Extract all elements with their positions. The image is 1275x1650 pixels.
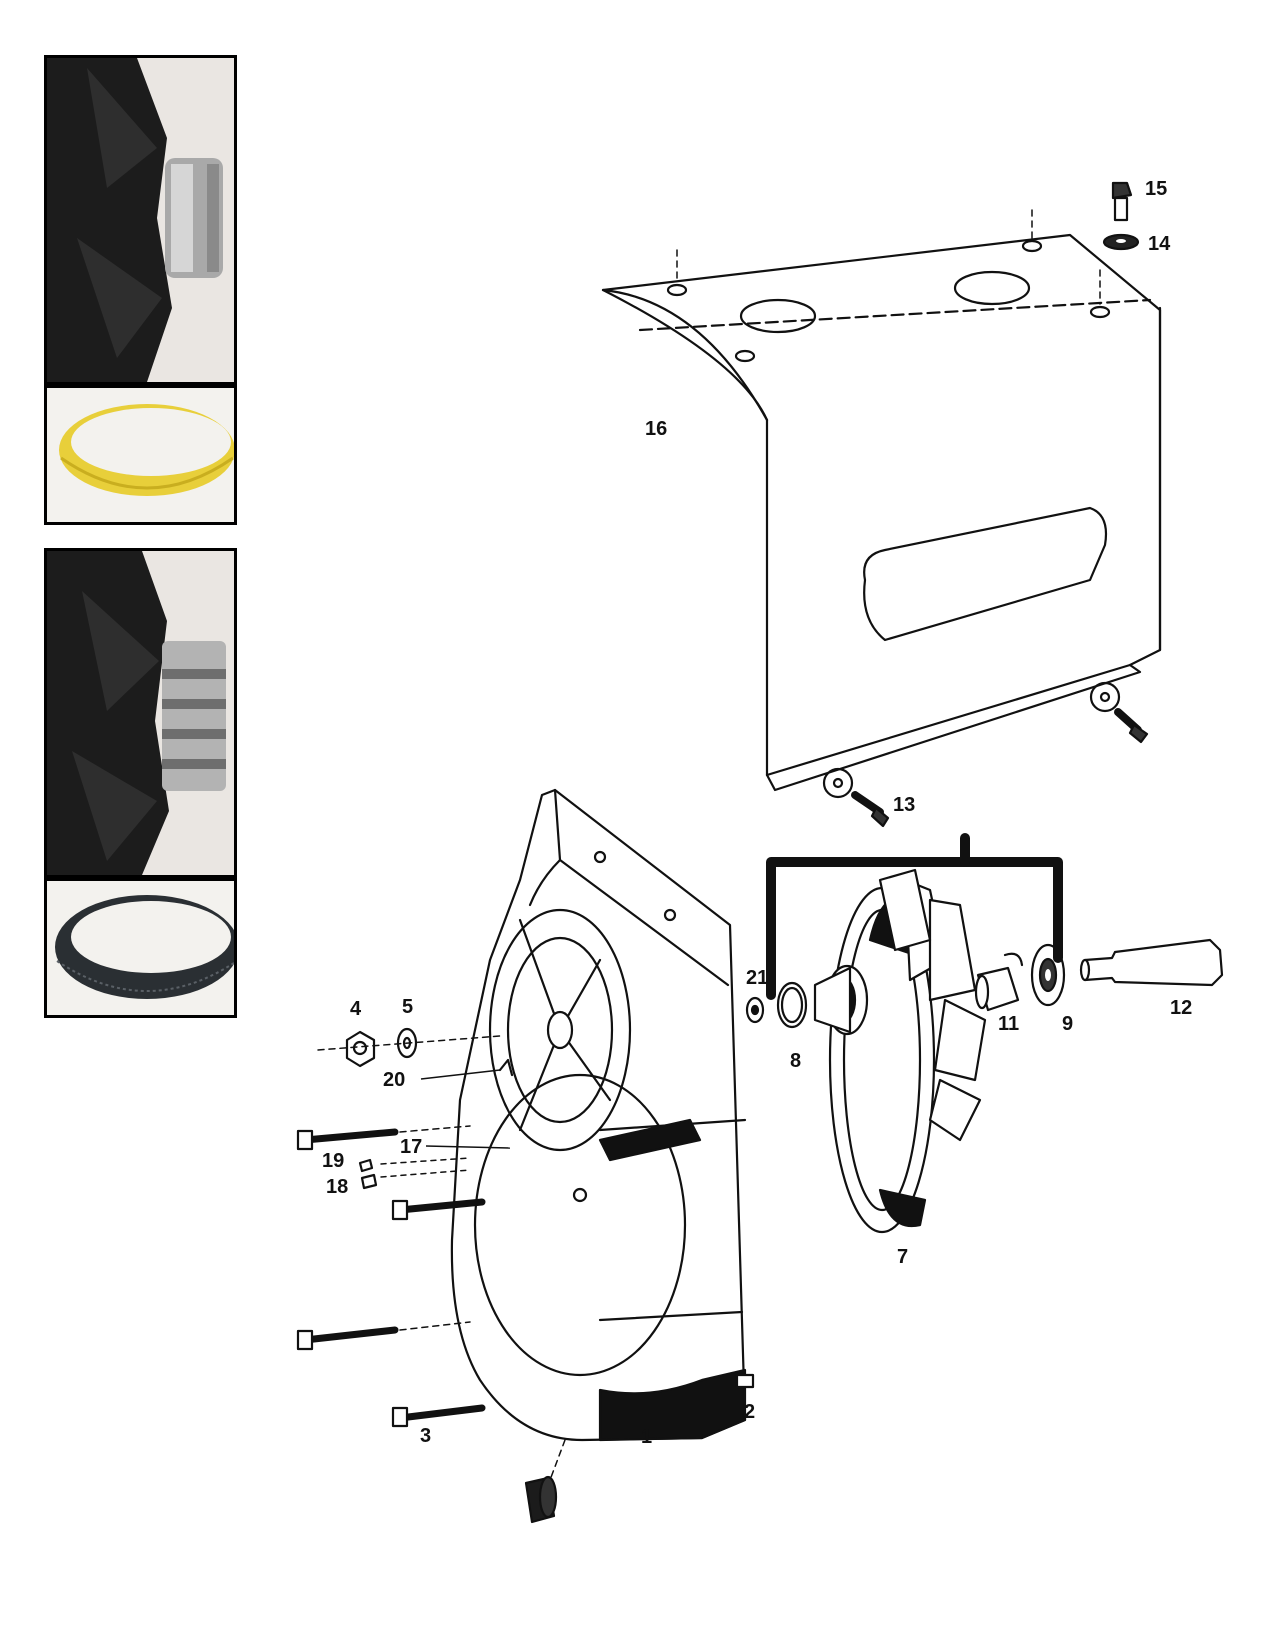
label-21: 21 (746, 967, 768, 989)
label-5: 5 (402, 996, 413, 1018)
label-9: 9 (1062, 1013, 1073, 1035)
washer-part-21 (745, 996, 765, 1024)
shaft-part-12 (1079, 938, 1224, 987)
label-16: 16 (645, 418, 667, 440)
label-1: 1 (641, 1426, 652, 1448)
fan-housing-part-1 (450, 788, 747, 1481)
screw-part-3 (296, 1125, 486, 1428)
label-13: 13 (893, 794, 915, 816)
washer-part-14 (1102, 233, 1140, 251)
label-17: 17 (400, 1136, 422, 1158)
screw-part-13 (822, 681, 1149, 828)
photo-yellow-flat-belt (44, 385, 237, 525)
fan-part-7 (813, 868, 987, 1234)
photo-fan-smooth-pulley (44, 55, 237, 385)
label-19: 19 (322, 1150, 344, 1172)
label-14: 14 (1148, 233, 1171, 255)
label-18: 18 (326, 1176, 348, 1198)
label-11: 11 (998, 1013, 1019, 1035)
label-15: 15 (1145, 178, 1167, 200)
circlip-part-8 (776, 981, 808, 1029)
label-7: 7 (897, 1246, 908, 1268)
label-8: 8 (790, 1050, 801, 1072)
plug-part-2 (735, 1373, 755, 1389)
photo-fan-grooved-pulley (44, 548, 237, 878)
label-4: 4 (350, 998, 362, 1020)
shroud-panel-part-16 (601, 209, 1162, 792)
photo-ribbed-belt (44, 878, 237, 1018)
bolt-part-15 (1111, 181, 1133, 222)
nut-part-4 (345, 1030, 376, 1068)
hub-part-11 (974, 952, 1024, 1012)
small-parts-17-20 (358, 1058, 514, 1190)
label-20: 20 (383, 1069, 405, 1091)
washer-part-5 (317, 1027, 501, 1059)
grommet-photo (524, 1475, 558, 1524)
label-2: 2 (744, 1401, 755, 1423)
group-bracket (766, 857, 1063, 1000)
label-3: 3 (420, 1425, 431, 1447)
label-12: 12 (1170, 997, 1192, 1019)
